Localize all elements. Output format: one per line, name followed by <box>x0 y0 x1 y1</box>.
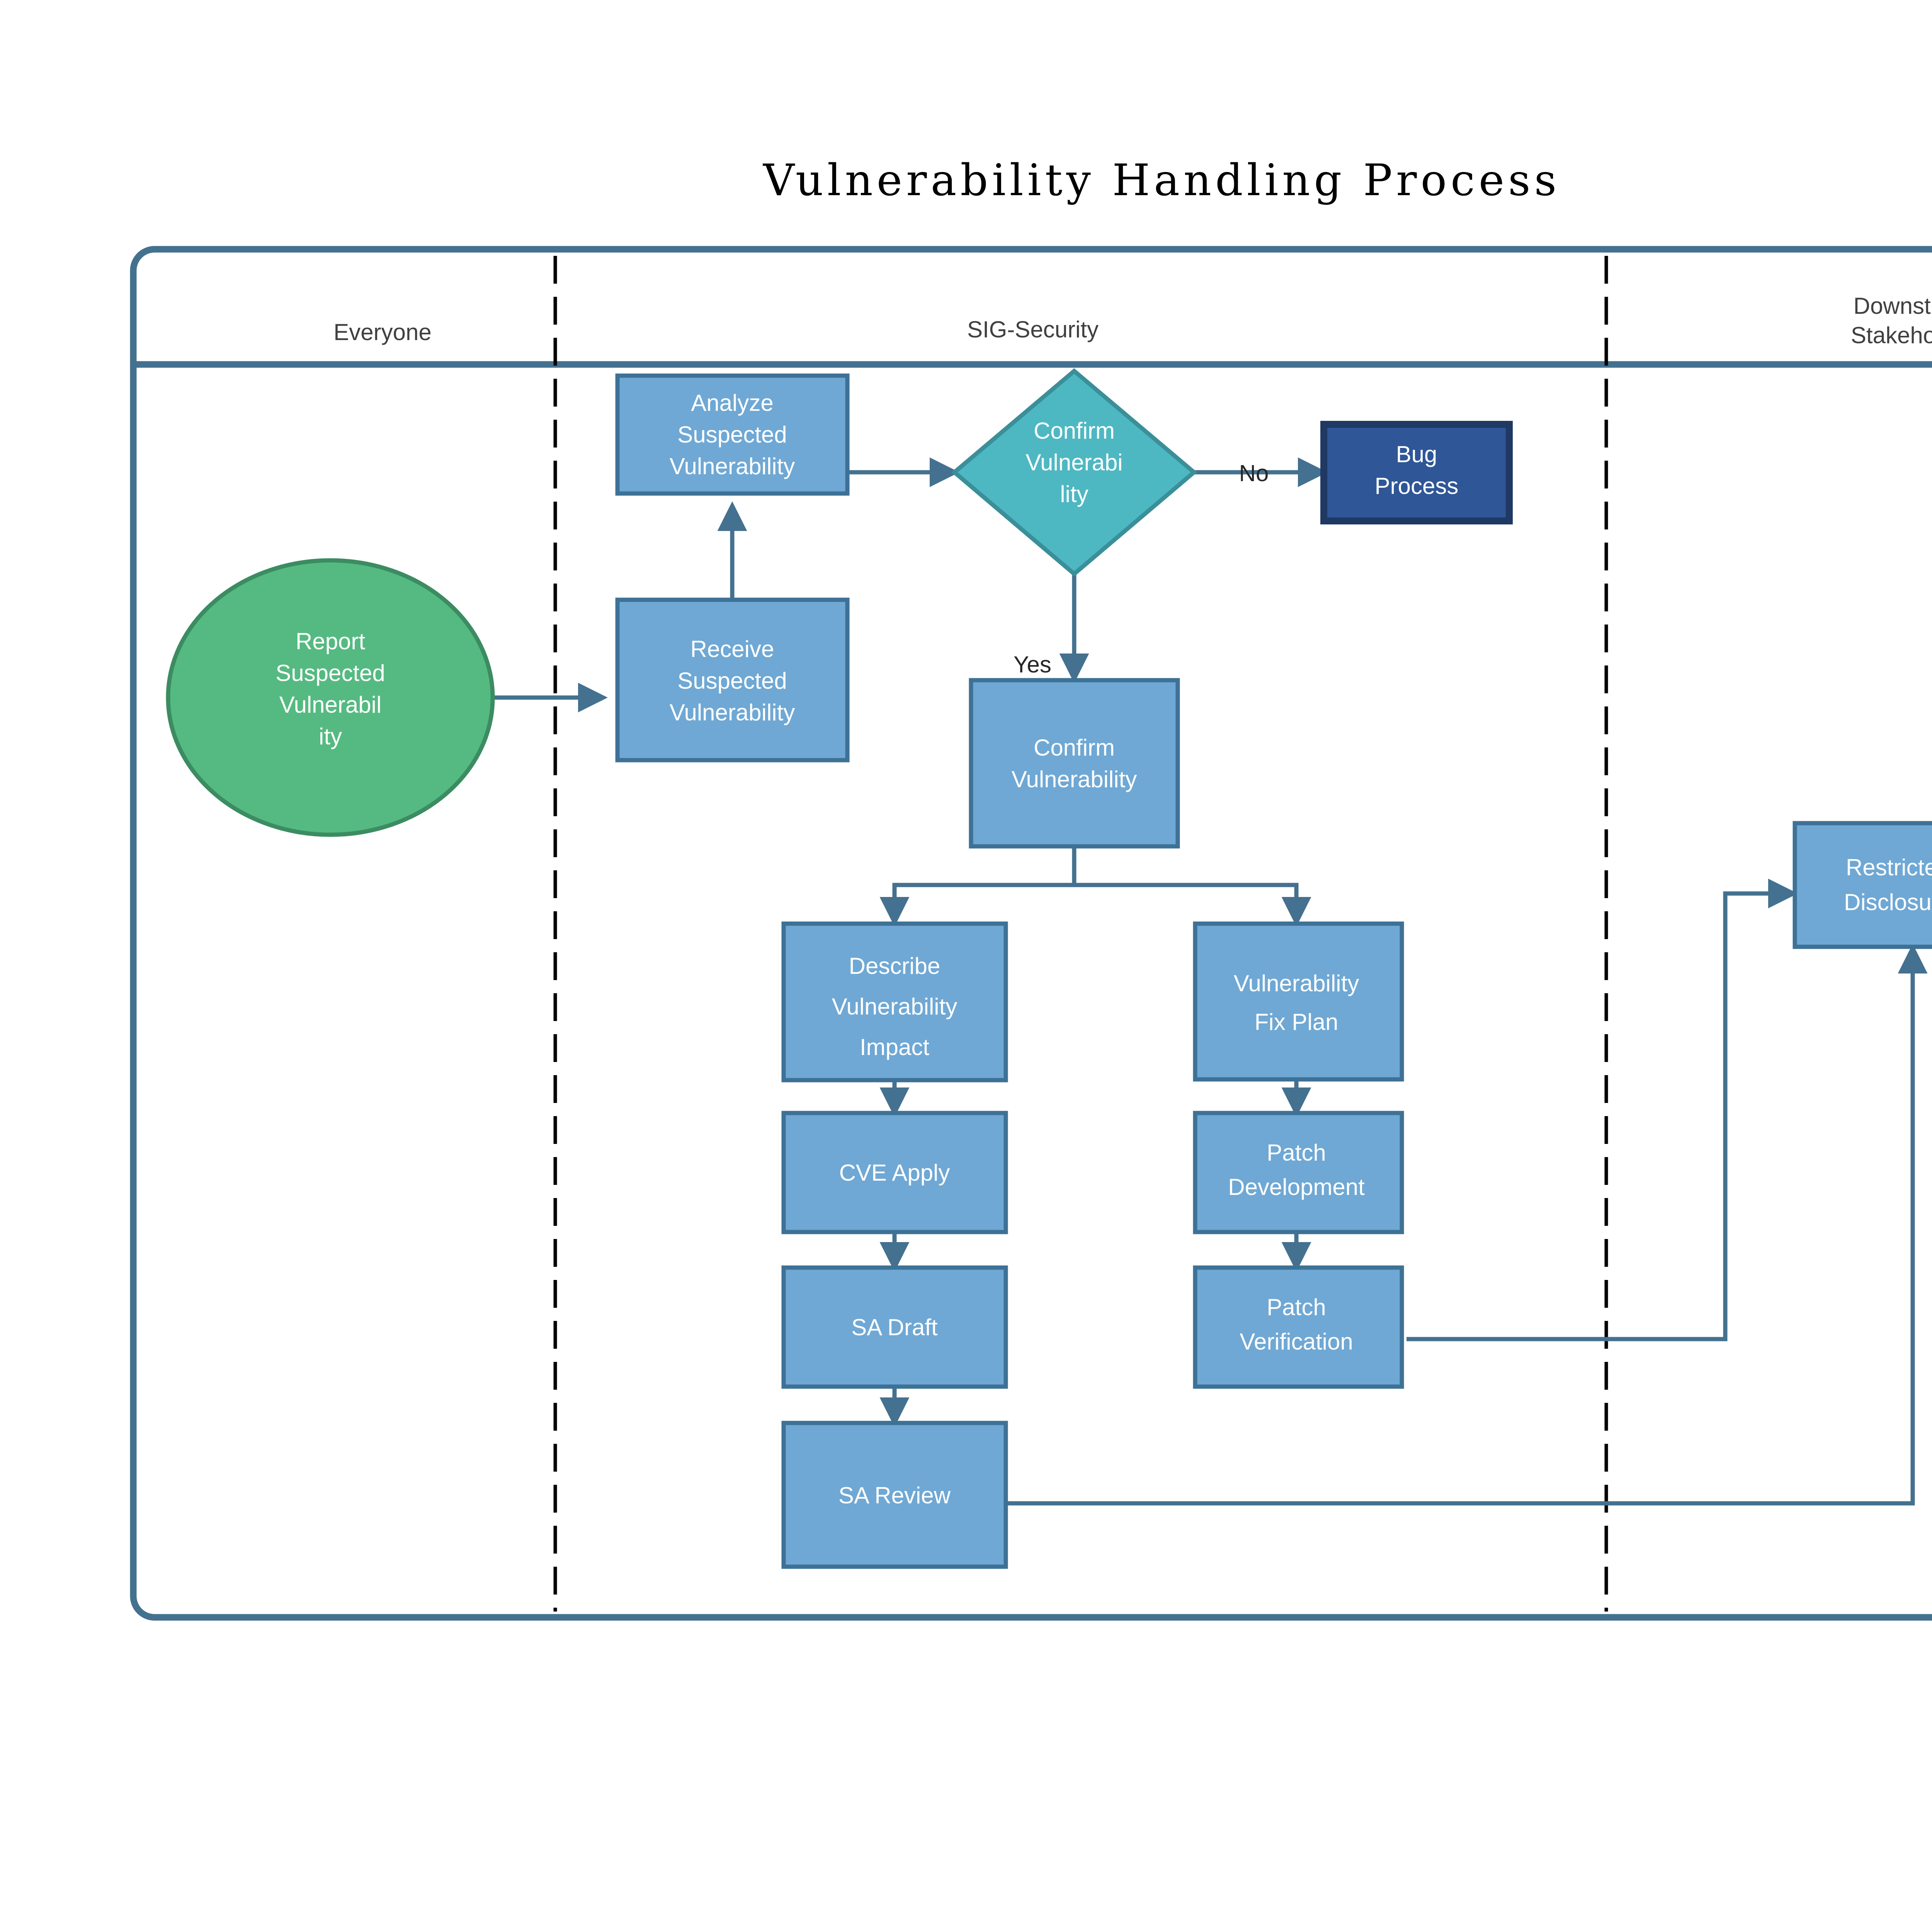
node-label-patchver-line1: Patch <box>1267 1294 1326 1320</box>
edge-label-yes: Yes <box>1014 652 1051 677</box>
process-rect-shape[interactable] <box>615 597 850 762</box>
node-label-confirm-line2: Vulnerability <box>1012 766 1137 792</box>
node-label-bug-line2: Process <box>1375 473 1459 499</box>
node-label-analyze-line2: Suspected <box>677 422 787 448</box>
swimlane-frame <box>130 246 1932 1621</box>
node-label-report-line3: Vulnerabil <box>279 692 382 718</box>
node-label-receive-line1: Receive <box>690 636 774 662</box>
node-label-restricted-line2: Disclosure <box>1844 889 1932 915</box>
edge-patchver-to-restricted <box>1406 878 1798 1341</box>
node-analyze-suspected-vulnerability[interactable]: Analyze Suspected Vulnerability <box>615 373 850 496</box>
process-rect-shape[interactable] <box>781 921 1008 1082</box>
node-label-report-line4: ity <box>319 723 342 749</box>
decision-diamond-shape[interactable] <box>951 368 1197 577</box>
node-label-receive-line2: Suspected <box>677 668 787 694</box>
node-label-fixplan-line1: Vulnerability <box>1234 970 1359 996</box>
node-label-describe-line2: Vulnerability <box>832 994 957 1019</box>
node-describe-vulnerability-impact[interactable]: Describe Vulnerability Impact <box>781 921 1008 1082</box>
node-label-sa-draft: SA Draft <box>851 1314 938 1340</box>
node-patch-verification[interactable]: Patch Verification <box>1193 1265 1404 1389</box>
node-label-receive-line3: Vulnerability <box>670 699 795 725</box>
node-patch-development[interactable]: Patch Development <box>1193 1111 1404 1234</box>
process-rect-shape[interactable] <box>781 1265 1008 1389</box>
edge-confirm-to-fixplan <box>1074 883 1311 927</box>
node-restricted-disclosure[interactable]: Restricted Disclosure <box>1793 821 1932 949</box>
node-cve-apply[interactable]: CVE Apply <box>781 1111 1008 1234</box>
node-label-patchdev-line1: Patch <box>1267 1140 1326 1166</box>
node-label-restricted-line1: Restricted <box>1846 854 1932 880</box>
node-label-patchver-line2: Verification <box>1240 1329 1353 1355</box>
process-rect-shape[interactable] <box>1193 1265 1404 1389</box>
terminal-rect-shape[interactable] <box>1320 421 1513 524</box>
node-confirm-vulnerability[interactable]: Confirm Vulnerability <box>969 678 1180 849</box>
process-rect-shape[interactable] <box>781 1111 1008 1234</box>
node-label-analyze-line1: Analyze <box>691 390 773 416</box>
node-label-decision-line2: Vulnerabi <box>1026 449 1122 475</box>
node-receive-suspected-vulnerability[interactable]: Receive Suspected Vulnerability <box>615 597 850 762</box>
edge-confirm-to-describe <box>879 846 1077 927</box>
node-label-confirm-line1: Confirm <box>1034 735 1115 761</box>
node-label-describe-line1: Describe <box>849 953 940 979</box>
node-label-sa-review: SA Review <box>838 1482 951 1508</box>
node-label-report-line2: Suspected <box>276 660 385 686</box>
lane-header-sig-security: SIG-Security <box>967 317 1099 342</box>
process-rect-shape[interactable] <box>1193 921 1404 1082</box>
node-report-suspected-vulnerability[interactable]: Report Suspected Vulnerabil ity <box>166 558 495 837</box>
process-rect-shape[interactable] <box>969 678 1180 849</box>
process-rect-shape[interactable] <box>1193 1111 1404 1234</box>
node-vulnerability-fix-plan[interactable]: Vulnerability Fix Plan <box>1193 921 1404 1082</box>
node-sa-draft[interactable]: SA Draft <box>781 1265 1008 1389</box>
node-label-describe-line3: Impact <box>860 1034 929 1060</box>
edge-sareview-to-restricted <box>1001 944 1928 1506</box>
node-label-bug-line1: Bug <box>1396 441 1437 467</box>
process-rect-shape[interactable] <box>781 1421 1008 1569</box>
node-label-fixplan-line2: Fix Plan <box>1255 1009 1338 1035</box>
node-label-decision-line1: Confirm <box>1034 418 1115 444</box>
node-label-decision-line3: lity <box>1060 481 1088 507</box>
process-rect-shape[interactable] <box>615 373 850 496</box>
node-label-cve-apply: CVE Apply <box>839 1160 950 1186</box>
page-title: Vulnerability Handling Process <box>762 155 1560 206</box>
lane-header-downstream-line2: Stakeholders <box>1851 322 1932 348</box>
node-bug-process[interactable]: Bug Process <box>1320 421 1513 524</box>
node-confirm-vulnerability-decision[interactable]: Confirm Vulnerabi lity <box>951 368 1197 577</box>
node-sa-review[interactable]: SA Review <box>781 1421 1008 1569</box>
lane-header-downstream-line1: Downstream <box>1854 293 1932 319</box>
node-label-analyze-line3: Vulnerability <box>670 453 795 479</box>
process-rect-shape[interactable] <box>1793 821 1932 949</box>
node-label-report-line1: Report <box>296 628 365 654</box>
lane-header-everyone-left: Everyone <box>333 319 431 345</box>
edge-label-no: No <box>1239 460 1269 486</box>
start-ellipse-shape[interactable] <box>166 558 495 837</box>
node-label-patchdev-line2: Development <box>1228 1174 1365 1200</box>
